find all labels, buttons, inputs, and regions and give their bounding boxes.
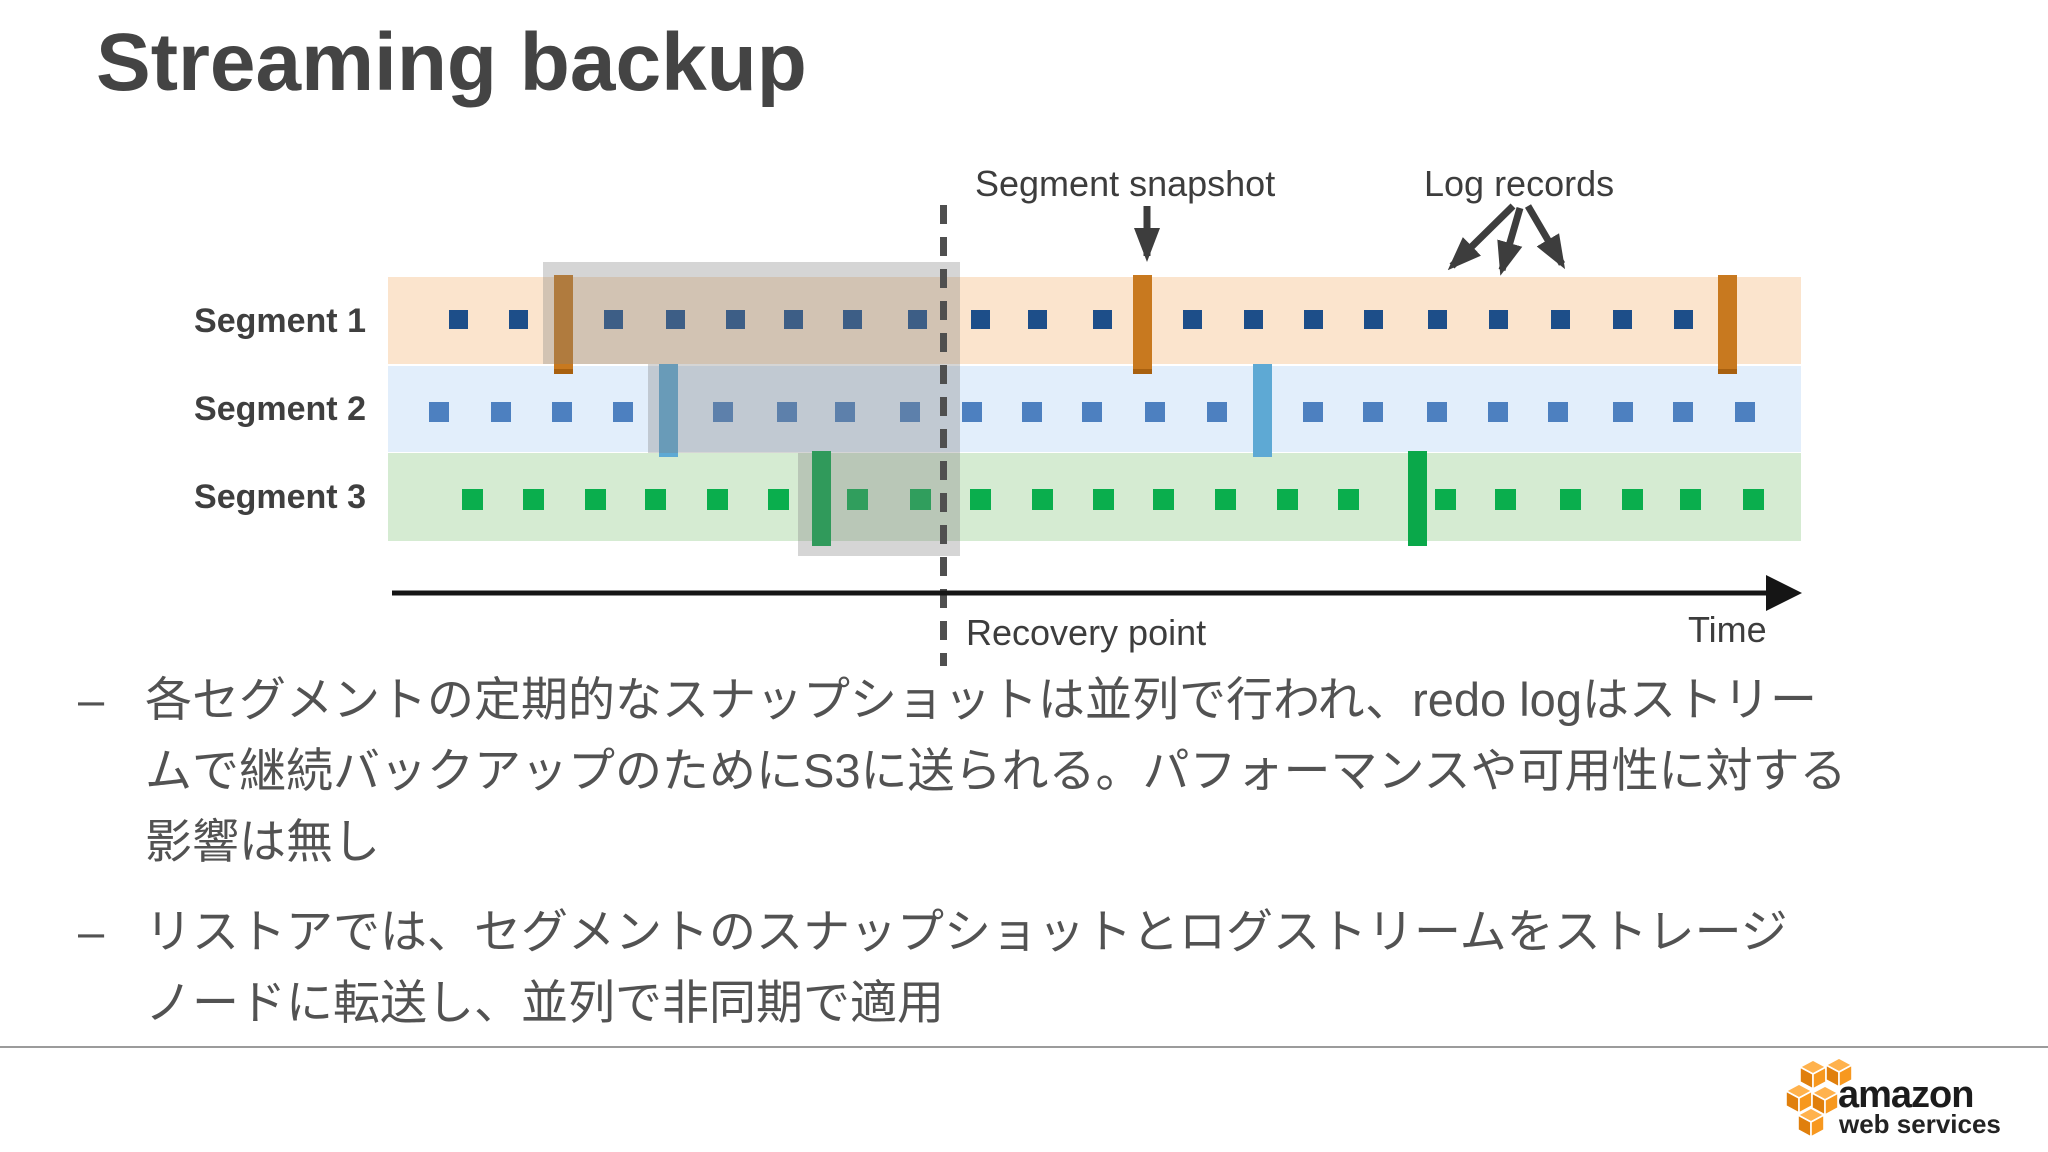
log-records-arrow-right-icon: [1524, 204, 1566, 270]
snapshot-span-overlay-2: [648, 364, 960, 453]
log-record-marker: [1338, 489, 1359, 510]
bullet-2-line-2: ノードに転送し、並列で非同期で適用: [145, 976, 944, 1029]
log-record-marker: [1145, 402, 1165, 422]
log-record-marker: [1680, 489, 1701, 510]
log-records-label: Log records: [1424, 163, 1615, 204]
log-record-marker: [908, 310, 927, 329]
time-label: Time: [1688, 609, 1767, 650]
aws-logo: amazon web services: [1780, 1056, 2010, 1140]
log-record-marker: [1673, 402, 1693, 422]
snapshot-span-overlay-1: [543, 262, 960, 364]
log-record-marker: [910, 489, 931, 510]
segment-snapshot-label: Segment snapshot: [975, 163, 1276, 204]
recovery-point-label: Recovery point: [966, 612, 1207, 653]
log-record-marker: [1032, 489, 1053, 510]
log-record-marker: [707, 489, 728, 510]
footer-divider: [0, 1046, 2048, 1048]
bullet-item-2: – リストアでは、セグメントのスナップショットとログストリームをストレージ ノー…: [78, 896, 1978, 1038]
log-record-marker: [1428, 310, 1447, 329]
log-record-marker: [1303, 402, 1323, 422]
bullet-1-line-2: ムで継続バックアップのためにS3に送られる。パフォーマンスや可用性に対する: [145, 744, 1847, 797]
log-record-marker: [1613, 310, 1632, 329]
snapshot-bar: [659, 364, 678, 457]
log-record-marker: [1304, 310, 1323, 329]
log-record-marker: [1244, 310, 1263, 329]
log-record-marker: [726, 310, 745, 329]
log-record-marker: [1613, 402, 1633, 422]
log-record-marker: [835, 402, 855, 422]
segment-label-1: Segment 1: [194, 301, 366, 340]
time-axis-arrowhead-icon: [1766, 575, 1802, 611]
log-record-marker: [900, 402, 920, 422]
snapshot-span-overlay-3: [798, 453, 960, 556]
log-record-marker: [1093, 310, 1112, 329]
log-record-marker: [523, 489, 544, 510]
log-record-marker: [613, 402, 633, 422]
snapshot-bar: [812, 451, 831, 546]
log-record-marker: [1488, 402, 1508, 422]
bullet-2-line-1: リストアでは、セグメントのスナップショットとログストリームをストレージ: [145, 905, 1788, 958]
log-record-marker: [1153, 489, 1174, 510]
log-record-marker: [777, 402, 797, 422]
log-record-marker: [1622, 489, 1643, 510]
log-records-arrow-middle-icon: [1497, 207, 1524, 276]
log-record-marker: [491, 402, 511, 422]
log-record-marker: [971, 310, 990, 329]
log-record-marker: [1560, 489, 1581, 510]
log-record-marker: [1022, 402, 1042, 422]
bullet-1-line-1: 各セグメントの定期的なスナップショットは並列で行われ、redo logはストリー: [145, 673, 1817, 726]
snapshot-bar: [1253, 364, 1272, 457]
log-record-marker: [1495, 489, 1516, 510]
aws-cubes-icon: [1785, 1057, 1853, 1138]
log-record-marker: [552, 402, 572, 422]
recovery-point-dashed-line: [940, 205, 947, 666]
log-record-marker: [509, 310, 528, 329]
log-record-marker: [1277, 489, 1298, 510]
log-record-marker: [1364, 310, 1383, 329]
log-record-marker: [847, 489, 868, 510]
log-record-marker: [768, 489, 789, 510]
log-record-marker: [1551, 310, 1570, 329]
log-record-marker: [1674, 310, 1693, 329]
snapshot-bar: [554, 275, 573, 374]
log-record-marker: [1093, 489, 1114, 510]
log-record-marker: [1207, 402, 1227, 422]
log-records-arrow-left-icon: [1447, 203, 1516, 271]
log-record-marker: [1743, 489, 1764, 510]
log-record-marker: [1427, 402, 1447, 422]
log-record-marker: [1548, 402, 1568, 422]
bullet-1-line-3: 影響は無し: [145, 815, 380, 868]
snapshot-bar: [1133, 275, 1152, 374]
bullet-dash: –: [78, 905, 105, 958]
log-record-marker: [645, 489, 666, 510]
log-record-marker: [713, 402, 733, 422]
log-record-marker: [1435, 489, 1456, 510]
log-record-marker: [1735, 402, 1755, 422]
log-record-marker: [1215, 489, 1236, 510]
snapshot-bar: [1408, 451, 1427, 546]
snapshot-bar: [1718, 275, 1737, 374]
bullet-dash: –: [78, 673, 105, 726]
log-record-marker: [429, 402, 449, 422]
aws-logo-amazon-text: amazon: [1838, 1074, 1974, 1116]
log-record-marker: [784, 310, 803, 329]
log-record-marker: [1183, 310, 1202, 329]
bullet-item-1: – 各セグメントの定期的なスナップショットは並列で行われ、redo logはスト…: [78, 664, 1978, 877]
log-record-marker: [1363, 402, 1383, 422]
log-record-marker: [449, 310, 468, 329]
log-record-marker: [604, 310, 623, 329]
segment-label-2: Segment 2: [194, 390, 366, 428]
log-record-marker: [843, 310, 862, 329]
log-record-marker: [1489, 310, 1508, 329]
aws-logo-webservices-text: web services: [1839, 1109, 2001, 1139]
segment-label-3: Segment 3: [194, 478, 366, 516]
page-title: Streaming backup: [96, 17, 807, 108]
log-record-marker: [1028, 310, 1047, 329]
log-record-marker: [962, 402, 982, 422]
log-record-marker: [970, 489, 991, 510]
log-record-marker: [585, 489, 606, 510]
log-record-marker: [1082, 402, 1102, 422]
log-record-marker: [666, 310, 685, 329]
log-record-marker: [462, 489, 483, 510]
